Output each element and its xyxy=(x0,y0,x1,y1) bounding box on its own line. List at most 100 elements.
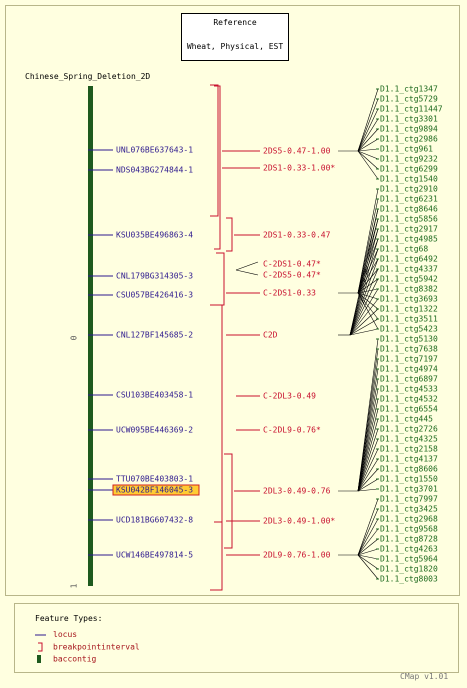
contig-label[interactable]: D1.1_ctg4263 xyxy=(380,545,438,554)
locus-label[interactable]: TTU070BE403803-1 xyxy=(116,475,193,484)
contig-label[interactable]: D1.1_ctg4974 xyxy=(380,365,438,374)
interval-label[interactable]: 2DL3-0.49-1.00* xyxy=(263,517,335,526)
interval-label[interactable]: C-2DS5-0.47* xyxy=(263,271,321,280)
locus-label[interactable]: CNL127BF145685-2 xyxy=(116,331,193,340)
contig-label[interactable]: D1.1_ctg4337 xyxy=(380,265,438,274)
contig-label[interactable]: D1.1_ctg4532 xyxy=(380,395,438,404)
locus-label[interactable]: KSU042BF146045-3 xyxy=(116,486,193,495)
contig-label[interactable]: D1.1_ctg5942 xyxy=(380,275,438,284)
reference-box[interactable]: Reference Wheat, Physical, EST xyxy=(181,13,289,61)
locus-label[interactable]: NDS043BG274844-1 xyxy=(116,166,193,175)
contig-label[interactable]: D1.1_ctg4985 xyxy=(380,235,438,244)
contig-label[interactable]: D1.1_ctg4137 xyxy=(380,455,438,464)
locus-label[interactable]: UCW146BE497814-5 xyxy=(116,551,193,560)
contig-label[interactable]: D1.1_ctg3511 xyxy=(380,315,438,324)
locus-label[interactable]: CNL179BG314305-3 xyxy=(116,272,193,281)
correspondence-line xyxy=(357,388,379,492)
contig-label[interactable]: D1.1_ctg5130 xyxy=(380,335,438,344)
connector-line xyxy=(235,269,259,276)
interval-label[interactable]: C-2DL9-0.76* xyxy=(263,426,321,435)
contig-label[interactable]: D1.1_ctg8646 xyxy=(380,205,438,214)
contig-label[interactable]: D1.1_ctg9232 xyxy=(380,155,438,164)
correspondence-line xyxy=(349,238,379,336)
interval-label[interactable]: 2DS1-0.33-0.47 xyxy=(263,231,331,240)
contig-label[interactable]: D1.1_ctg3301 xyxy=(380,115,438,124)
interval-label[interactable]: C2D xyxy=(263,331,278,340)
contig-label[interactable]: D1.1_ctg2158 xyxy=(380,445,438,454)
contig-label[interactable]: D1.1_ctg7197 xyxy=(380,355,438,364)
interval-label[interactable]: 2DL3-0.49-0.76 xyxy=(263,487,331,496)
locus-label[interactable]: UCD181BG607432-8 xyxy=(116,516,193,525)
contig-label[interactable]: D1.1_ctg445 xyxy=(380,415,433,424)
contig-label[interactable]: D1.1_ctg4533 xyxy=(380,385,438,394)
correspondence-line xyxy=(357,554,379,580)
contig-label[interactable]: D1.1_ctg9568 xyxy=(380,525,438,534)
interval-bracket[interactable] xyxy=(210,84,219,217)
interval-bracket[interactable] xyxy=(226,217,233,252)
interval-label[interactable]: C-2DL3-0.49 xyxy=(263,392,316,401)
contig-label[interactable]: D1.1_ctg2917 xyxy=(380,225,438,234)
contig-label[interactable]: D1.1_ctg2910 xyxy=(380,185,438,194)
interval-label[interactable]: 2DS5-0.47-1.00 xyxy=(263,147,331,156)
interval-bracket[interactable] xyxy=(210,304,223,591)
contig-label[interactable]: D1.1_ctg1550 xyxy=(380,475,438,484)
contig-label[interactable]: D1.1_ctg4325 xyxy=(380,435,438,444)
contig-label[interactable]: D1.1_ctg1540 xyxy=(380,175,438,184)
contig-label[interactable]: D1.1_ctg1347 xyxy=(380,85,438,94)
contig-label[interactable]: D1.1_ctg8606 xyxy=(380,465,438,474)
contig-label[interactable]: D1.1_ctg3693 xyxy=(380,295,438,304)
contig-label[interactable]: D1.1_ctg2968 xyxy=(380,515,438,524)
contig-label[interactable]: D1.1_ctg11447 xyxy=(380,105,443,114)
locus-label[interactable]: UCW095BE446369-2 xyxy=(116,426,193,435)
contig-label[interactable]: D1.1_ctg8728 xyxy=(380,535,438,544)
contig-label[interactable]: D1.1_ctg6231 xyxy=(380,195,438,204)
map-title[interactable]: Chinese_Spring_Deletion_2D xyxy=(25,72,151,81)
correspondence-line xyxy=(349,298,379,336)
contig-label[interactable]: D1.1_ctg2986 xyxy=(380,135,438,144)
contig-label[interactable]: D1.1_ctg1820 xyxy=(380,565,438,574)
contig-label[interactable]: D1.1_ctg5856 xyxy=(380,215,438,224)
contig-label[interactable]: D1.1_ctg7997 xyxy=(380,495,438,504)
interval-bracket[interactable] xyxy=(216,252,225,306)
legend-label: breakpointinterval xyxy=(53,642,140,652)
legend-item-breakpointinterval: breakpointinterval xyxy=(35,642,140,652)
contig-label[interactable]: D1.1_ctg6554 xyxy=(380,405,438,414)
contig-label[interactable]: D1.1_ctg6492 xyxy=(380,255,438,264)
locus-label[interactable]: CSU103BE403458-1 xyxy=(116,391,193,400)
interval-label[interactable]: C-2DS1-0.33 xyxy=(263,289,316,298)
contig-label[interactable]: D1.1_ctg3425 xyxy=(380,505,438,514)
correspondence-line xyxy=(349,218,379,336)
contig-label[interactable]: D1.1_ctg5729 xyxy=(380,95,438,104)
contig-label[interactable]: D1.1_ctg3701 xyxy=(380,485,438,494)
contig-label[interactable]: D1.1_ctg6897 xyxy=(380,375,438,384)
correspondence-line xyxy=(357,108,379,152)
contig-label[interactable]: D1.1_ctg1322 xyxy=(380,305,438,314)
contig-label[interactable]: D1.1_ctg9894 xyxy=(380,125,438,134)
locus-label[interactable]: CSU057BE426416-3 xyxy=(116,291,193,300)
contig-label[interactable]: D1.1_ctg2726 xyxy=(380,425,438,434)
locus-label[interactable]: UNL076BE637643-1 xyxy=(116,146,193,155)
correspondence-line xyxy=(357,548,379,556)
contig-label[interactable]: D1.1_ctg8003 xyxy=(380,575,438,584)
correspondence-line xyxy=(357,218,379,294)
interval-bracket[interactable] xyxy=(214,85,221,250)
contig-label[interactable]: D1.1_ctg6299 xyxy=(380,165,438,174)
contig-label[interactable]: D1.1_ctg8382 xyxy=(380,285,438,294)
locus-label[interactable]: KSU035BE496863-4 xyxy=(116,231,193,240)
correspondence-line xyxy=(357,458,379,492)
contig-label[interactable]: D1.1_ctg5423 xyxy=(380,325,438,334)
contig-label[interactable]: D1.1_ctg5964 xyxy=(380,555,438,564)
interval-label[interactable]: 2DS1-0.33-1.00* xyxy=(263,164,335,173)
interval-label[interactable]: C-2DS1-0.47* xyxy=(263,260,321,269)
bracket-icon xyxy=(35,642,47,652)
locus-highlight xyxy=(112,484,200,496)
contig-label[interactable]: D1.1_ctg68 xyxy=(380,245,428,254)
contig-label[interactable]: D1.1_ctg961 xyxy=(380,145,433,154)
chromosome-map-bar[interactable] xyxy=(88,86,93,586)
correspondence-line xyxy=(357,198,379,294)
interval-bracket[interactable] xyxy=(224,453,233,549)
interval-label[interactable]: 2DL9-0.76-1.00 xyxy=(263,551,331,560)
map-frame xyxy=(5,5,460,596)
contig-label[interactable]: D1.1_ctg7638 xyxy=(380,345,438,354)
interval-bracket[interactable] xyxy=(214,521,223,591)
